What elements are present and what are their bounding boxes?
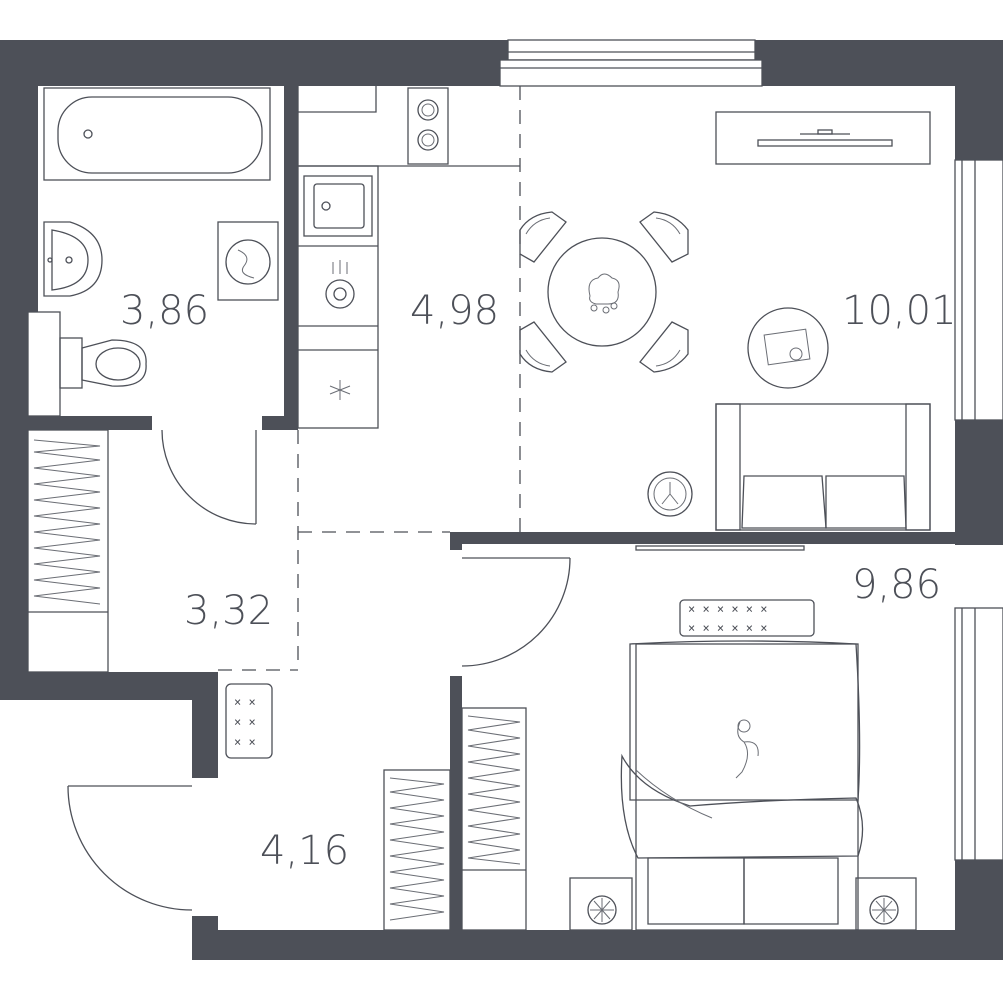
cooktop [407, 87, 449, 165]
coffee-table [747, 307, 829, 389]
toilet [59, 337, 147, 389]
tv-stand [715, 111, 931, 165]
water-heater [325, 260, 355, 309]
zone-dividers [218, 86, 521, 671]
room-area-bathroom: 3,86 [120, 288, 209, 334]
washbasin [43, 221, 103, 297]
wall-shelf [635, 545, 805, 551]
headboard-pillow: × × × × × × × × × × × × [679, 599, 815, 637]
kitchen-sink [303, 175, 373, 237]
room-area-bedroom: 9,86 [852, 562, 941, 608]
svg-text:× ×: × × [234, 695, 256, 709]
windows [499, 39, 1003, 861]
svg-text:× ×: × × [234, 715, 256, 729]
walls [0, 40, 1003, 960]
room-area-kitchen: 4,98 [410, 288, 499, 334]
ceiling-light-icon [329, 380, 351, 400]
bedroom-door [461, 557, 571, 667]
wardrobe-hall [383, 769, 451, 931]
room-area-living: 10,01 [842, 288, 957, 334]
nightstand-right [855, 877, 917, 931]
wardrobe-bedroom [461, 707, 527, 931]
nightstand-left [569, 877, 633, 931]
bathtub [43, 87, 271, 181]
bed [620, 640, 864, 931]
dining-table [547, 237, 657, 347]
room-area-hall: 4,16 [260, 828, 349, 874]
bathroom-niche [27, 311, 61, 417]
dining-chairs [519, 211, 689, 373]
kitchen-counter [297, 86, 520, 429]
washing-machine [217, 221, 279, 301]
entrance-door [67, 785, 193, 911]
svg-text:× × × × × ×: × × × × × × [688, 621, 767, 635]
svg-text:× × × × × ×: × × × × × × [688, 602, 767, 616]
sofa [715, 403, 931, 531]
room-area-corridor: 3,32 [184, 588, 273, 634]
wardrobe-corridor [27, 429, 109, 673]
bathroom-door [161, 429, 257, 525]
svg-text:× ×: × × [234, 735, 256, 749]
robot-vacuum [647, 471, 693, 517]
entry-mat: × × × × × × [225, 683, 273, 759]
